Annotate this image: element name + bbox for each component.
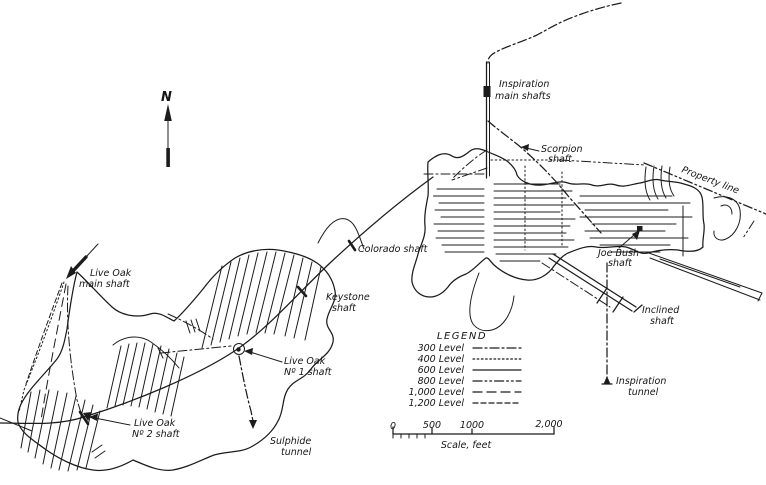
legend-entry-label: 400 Level <box>418 354 465 365</box>
joe-bush-shaft-label: Joe Bush <box>596 248 639 259</box>
inspiration-tunnel-label: tunnel <box>628 387 659 398</box>
legend-entry-label: 300 Level <box>418 343 465 354</box>
legend-title: LEGEND <box>437 331 487 342</box>
inspiration-ore-body-outline <box>411 148 705 298</box>
property-line-label: Property line <box>680 165 741 197</box>
live-oak-workings-hatch <box>201 251 322 349</box>
inspiration-tunnel-label: Inspiration <box>616 376 666 387</box>
legend-entry-label: 600 Level <box>418 365 465 376</box>
legend-entry-label: 1,000 Level <box>409 387 465 398</box>
sulphide-tunnel-line <box>238 355 254 422</box>
live-oak-main-shaft-label: Live Oak <box>90 268 132 279</box>
joe-bush-shaft-marker <box>637 226 643 231</box>
live-oak-main-shaft-marker <box>66 243 99 279</box>
inclined-shaft-label: shaft <box>650 316 675 327</box>
scale-tick-label: 1000 <box>460 420 484 431</box>
keystone-shaft-label: Keystone <box>326 292 370 303</box>
sulphide-tunnel-label: Sulphide <box>270 436 311 447</box>
inspiration-main-shaft <box>483 61 491 179</box>
inclined-shaft <box>541 253 643 313</box>
joe-bush-shaft-label: shaft <box>608 258 633 269</box>
keystone-shaft-label: shaft <box>332 303 357 314</box>
inspiration-main-shafts-label: Inspiration <box>499 79 549 90</box>
colorado-shaft-marker <box>347 239 357 252</box>
live-oak-main-shaft-label: main shaft <box>79 279 131 290</box>
live-oak-no1-shaft-label: Live Oak <box>284 356 326 367</box>
haulage-level-line <box>0 176 434 425</box>
legend-entry-label: 1,200 Level <box>409 398 465 409</box>
live-oak-no2-shaft-label: Nº 2 shaft <box>132 429 181 440</box>
legend: LEGEND 300 Level 400 Level 600 Level 800… <box>409 331 522 409</box>
inclined-shaft-label: Inclined <box>642 305 680 316</box>
scorpion-shaft-line <box>487 120 602 234</box>
scale-caption: Scale, feet <box>441 440 493 451</box>
surface-line <box>487 2 622 64</box>
colorado-shaft-label: Colorado shaft <box>358 244 429 255</box>
scale-tick-label: 500 <box>423 420 441 431</box>
live-oak-no2-shaft-marker <box>78 410 92 426</box>
scale-tick-label: 2,000 <box>535 419 562 430</box>
sulphide-tunnel-label: tunnel <box>281 447 312 458</box>
live-oak-level-fan <box>18 281 82 421</box>
north-label: N <box>161 90 172 105</box>
live-oak-no1-shaft-label: Nº 1 shaft <box>284 367 333 378</box>
north-arrow-icon: N <box>161 90 172 167</box>
live-oak-no2-shaft-label: Live Oak <box>134 418 176 429</box>
scorpion-shaft-label: shaft <box>548 154 573 165</box>
inspiration-main-shafts-label: main shafts <box>495 91 551 102</box>
scale-bar: 0 500 1000 2,000 Scale, feet <box>390 419 563 451</box>
legend-entry-label: 800 Level <box>418 376 465 387</box>
live-oak-ore-body-outline <box>17 248 336 472</box>
inspiration-workings-hatch <box>433 188 485 253</box>
scorpion-shaft-label: Scorpion <box>541 144 582 155</box>
live-oak-no1-shaft-marker <box>233 343 245 355</box>
property-line <box>643 162 766 215</box>
